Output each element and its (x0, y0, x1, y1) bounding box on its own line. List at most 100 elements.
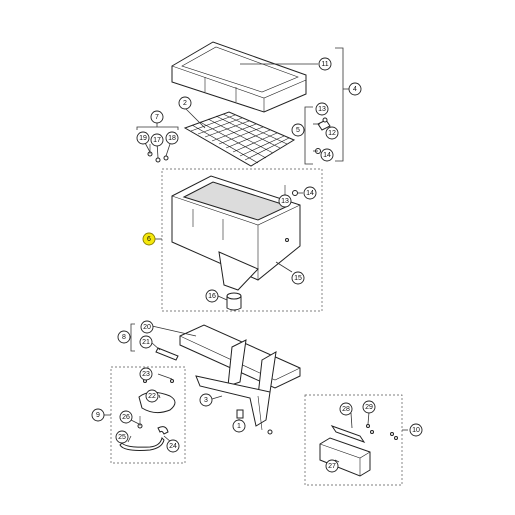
spinner-frame (179, 324, 301, 435)
callout-circle (303, 186, 317, 200)
callout-circle (91, 408, 105, 422)
callout-label: 13 (318, 106, 326, 113)
callout-label: 1 (237, 423, 241, 430)
callout-label: 2 (183, 100, 187, 107)
callout-27[interactable]: 27 (325, 459, 339, 473)
callout-label: 23 (142, 371, 150, 378)
hopper-spout (226, 292, 242, 311)
callout-circle (291, 123, 305, 137)
callout-22[interactable]: 22 (145, 389, 159, 403)
callout-circle (348, 82, 362, 96)
callout-14[interactable]: 14 (303, 186, 317, 200)
callout-3[interactable]: 3 (199, 393, 213, 407)
callout-label: 29 (365, 404, 373, 411)
callout-label: 13 (281, 198, 289, 205)
callout-circle (315, 102, 329, 116)
callout-circle (119, 410, 133, 424)
callout-circle (291, 271, 305, 285)
callout-23[interactable]: 23 (139, 367, 153, 381)
callout-18[interactable]: 18 (165, 131, 179, 145)
callout-4[interactable]: 4 (348, 82, 362, 96)
callout-20[interactable]: 20 (140, 320, 154, 334)
hopper-body (171, 175, 301, 291)
callout-1[interactable]: 1 (232, 419, 246, 433)
callout-5[interactable]: 5 (291, 123, 305, 137)
callout-label: 5 (296, 127, 300, 134)
callout-circle (318, 57, 332, 71)
callout-circle (325, 459, 339, 473)
callout-24[interactable]: 24 (166, 439, 180, 453)
spinner-bracket (119, 426, 169, 451)
callout-28[interactable]: 28 (339, 402, 353, 416)
mount-bracket-box (304, 394, 403, 486)
callout-circle (150, 110, 164, 124)
callout-circle (166, 439, 180, 453)
callout-circle (178, 96, 192, 110)
callout-13[interactable]: 13 (315, 102, 329, 116)
callout-label: 10 (412, 427, 420, 434)
callout-circle (278, 194, 292, 208)
callout-circle (362, 400, 376, 414)
callout-8[interactable]: 8 (117, 330, 131, 344)
callout-label: 19 (139, 135, 147, 142)
callout-26[interactable]: 26 (119, 410, 133, 424)
callout-2[interactable]: 2 (178, 96, 192, 110)
callout-label: 15 (294, 275, 302, 282)
callout-circle (139, 335, 153, 349)
callout-label: 17 (153, 137, 161, 144)
callout-circle (165, 131, 179, 145)
callout-15[interactable]: 15 (291, 271, 305, 285)
hopper-bolt (284, 185, 298, 196)
callout-21[interactable]: 21 (139, 335, 153, 349)
callout-circle (145, 389, 159, 403)
callout-label: 8 (122, 334, 126, 341)
callout-7[interactable]: 7 (150, 110, 164, 124)
callout-12[interactable]: 12 (325, 126, 339, 140)
callout-circle (117, 330, 131, 344)
agitator-rod (155, 347, 179, 361)
callout-17[interactable]: 17 (150, 133, 164, 147)
callout-circle (139, 367, 153, 381)
callout-25[interactable]: 25 (115, 430, 129, 444)
callout-label: 28 (342, 406, 350, 413)
callout-label: 12 (328, 130, 336, 137)
callout-label: 26 (122, 414, 130, 421)
hopper-lid (171, 41, 307, 113)
callout-14[interactable]: 14 (320, 148, 334, 162)
callout-label: 22 (148, 393, 156, 400)
callout-label: 20 (143, 324, 151, 331)
callout-label: 4 (353, 86, 357, 93)
callout-label: 21 (142, 339, 150, 346)
callout-label: 9 (96, 412, 100, 419)
callout-circle (136, 131, 150, 145)
callout-circle (140, 320, 154, 334)
callout-6-highlighted[interactable]: 6 (142, 232, 156, 246)
callout-label: 18 (168, 135, 176, 142)
callout-circle (320, 148, 334, 162)
hopper-screen (183, 111, 296, 167)
mount-bracket (319, 425, 371, 477)
callout-circle (150, 133, 164, 147)
callout-19[interactable]: 19 (136, 131, 150, 145)
callout-label: 6 (147, 236, 151, 243)
callout-29[interactable]: 29 (362, 400, 376, 414)
callout-10[interactable]: 10 (409, 423, 423, 437)
callout-label: 14 (306, 190, 314, 197)
hopper-assembly-box (161, 168, 323, 312)
callout-label: 14 (323, 152, 331, 159)
callout-circle (232, 419, 246, 433)
small-plate (236, 409, 244, 419)
callout-label: 3 (204, 397, 208, 404)
callout-circle (339, 402, 353, 416)
callout-11[interactable]: 11 (318, 57, 332, 71)
callout-circle (325, 126, 339, 140)
callout-9[interactable]: 9 (91, 408, 105, 422)
callout-label: 7 (155, 114, 159, 121)
callout-13[interactable]: 13 (278, 194, 292, 208)
callout-circle (142, 232, 156, 246)
callout-circle (205, 289, 219, 303)
callout-16[interactable]: 16 (205, 289, 219, 303)
callout-circle (409, 423, 423, 437)
